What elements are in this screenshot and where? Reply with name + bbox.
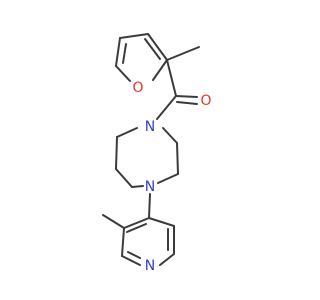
bond-furan-o-c2 [152, 59, 168, 81]
bond-diazepane-right-2 [157, 173, 179, 184]
bond-carbonyl-double-2 [176, 101, 198, 105]
bond-carbonyl-double-1 [175, 95, 198, 98]
bond-n4-pyridine [148, 193, 151, 219]
bond-pyridine-methyl [102, 214, 125, 229]
bond-diazepane-left-2 [115, 168, 133, 188]
bond-pyridine-c5-c4 [148, 217, 175, 227]
bond-furan-c2-c3-double [144, 38, 161, 60]
bond-diazepane-left-1 [115, 136, 118, 170]
atom-diazepane-nitrogen-1: N [145, 119, 155, 135]
bond-pyridine-c2-n [121, 255, 141, 266]
bond-pyridine-c3-c2 [121, 227, 125, 257]
bond-pyridine-c4-c3 [123, 217, 150, 229]
bond-diazepane-n4-left [131, 185, 144, 188]
bond-furan-c4-c5-double [122, 43, 127, 64]
bond-diazepane-n1-c-upper-left [116, 127, 138, 138]
chemical-structure-diagram: O O N N N [102, 33, 212, 274]
bond-furan-carbonyl [166, 59, 177, 97]
atom-pyridine-nitrogen: N [145, 258, 155, 274]
atom-furan-oxygen: O [132, 80, 143, 96]
bond-furan-c2-c3 [147, 33, 168, 61]
atom-diazepane-nitrogen-4: N [145, 179, 155, 195]
bond-furan-c4-c5 [115, 37, 121, 67]
bond-carbonyl-n1 [156, 95, 177, 120]
atom-carbonyl-oxygen: O [200, 93, 211, 109]
bond-diazepane-right-1 [176, 142, 179, 175]
bond-furan-c5-o [115, 65, 131, 82]
bond-pyridine-n-c6 [159, 253, 175, 266]
bond-diazepane-n1-right [162, 127, 178, 144]
bond-furan-c3-c4 [119, 33, 149, 39]
bond-pyridine-c2-n-double [127, 251, 141, 259]
bond-furan-methyl [166, 46, 200, 61]
bond-pyridine-c4-c3-double [126, 223, 147, 233]
